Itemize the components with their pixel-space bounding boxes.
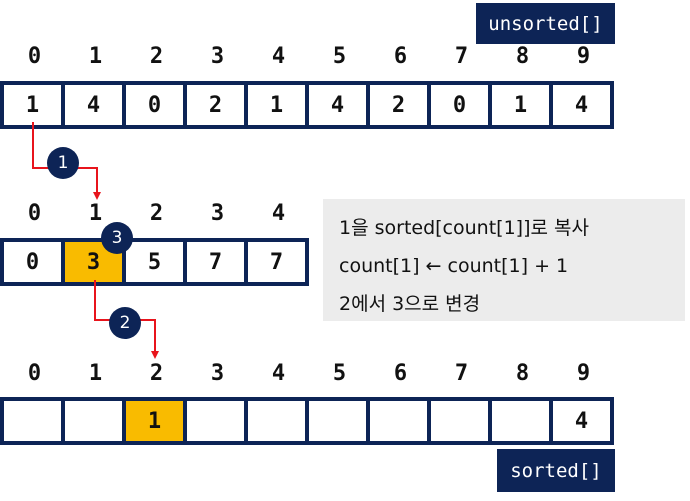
unsorted-index: 5	[332, 44, 347, 69]
count-index: 4	[271, 201, 286, 226]
sorted-index: 1	[88, 361, 103, 386]
count-cell: 5	[126, 242, 183, 282]
unsorted-cell: 0	[431, 85, 488, 125]
unsorted-cell: 4	[65, 85, 122, 125]
count-cell: 7	[187, 242, 244, 282]
sorted-cell	[248, 401, 305, 441]
unsorted-cell: 4	[309, 85, 366, 125]
sorted-cell	[187, 401, 244, 441]
sorted-cell	[65, 401, 122, 441]
sorted-index: 8	[515, 361, 530, 386]
sorted-index: 4	[271, 361, 286, 386]
sorted-index: 6	[393, 361, 408, 386]
note-line: 2에서 3으로 변경	[339, 293, 481, 315]
sorted-array-label: sorted[]	[497, 449, 615, 492]
unsorted-array-label: unsorted[]	[476, 3, 615, 44]
unsorted-index: 1	[88, 44, 103, 69]
count-index: 2	[149, 201, 164, 226]
count-cell: 7	[248, 242, 305, 282]
count-index: 3	[210, 201, 225, 226]
unsorted-cell: 0	[126, 85, 183, 125]
unsorted-cell: 1	[248, 85, 305, 125]
unsorted-index: 8	[515, 44, 530, 69]
unsorted-cell: 2	[187, 85, 244, 125]
unsorted-index: 0	[27, 44, 42, 69]
unsorted-index: 3	[210, 44, 225, 69]
note-line: 1을 sorted[count[1]]로 복사	[339, 217, 589, 239]
sorted-cell: 4	[553, 401, 610, 441]
sorted-index: 7	[454, 361, 469, 386]
unsorted-index: 9	[576, 44, 591, 69]
unsorted-cell: 4	[553, 85, 610, 125]
sorted-index: 2	[149, 361, 164, 386]
sorted-cell	[431, 401, 488, 441]
sorted-cell-highlighted: 1	[126, 401, 183, 441]
sorted-index: 3	[210, 361, 225, 386]
sorted-cell	[370, 401, 427, 441]
sorted-cell	[309, 401, 366, 441]
unsorted-cell: 2	[370, 85, 427, 125]
count-array: 0 3 5 7 7	[0, 238, 309, 286]
unsorted-cell: 1	[492, 85, 549, 125]
sorted-array: 1 4	[0, 397, 614, 445]
explanation-note: 1을 sorted[count[1]]로 복사 count[1] ← count…	[323, 199, 685, 321]
note-line: count[1] ← count[1] + 1	[339, 255, 569, 277]
step-2-marker: 2	[109, 307, 141, 339]
step-3-marker: 3	[101, 222, 133, 254]
unsorted-index: 7	[454, 44, 469, 69]
unsorted-index: 2	[149, 44, 164, 69]
step-1-marker: 1	[47, 147, 79, 179]
unsorted-index: 6	[393, 44, 408, 69]
sorted-index: 5	[332, 361, 347, 386]
count-index: 1	[88, 201, 103, 226]
sorted-index: 9	[576, 361, 591, 386]
sorted-cell	[492, 401, 549, 441]
count-index: 0	[27, 201, 42, 226]
count-cell: 0	[4, 242, 61, 282]
unsorted-array: 1 4 0 2 1 4 2 0 1 4	[0, 81, 614, 129]
unsorted-index: 4	[271, 44, 286, 69]
sorted-cell	[4, 401, 61, 441]
sorted-index: 0	[27, 361, 42, 386]
unsorted-cell: 1	[4, 85, 61, 125]
